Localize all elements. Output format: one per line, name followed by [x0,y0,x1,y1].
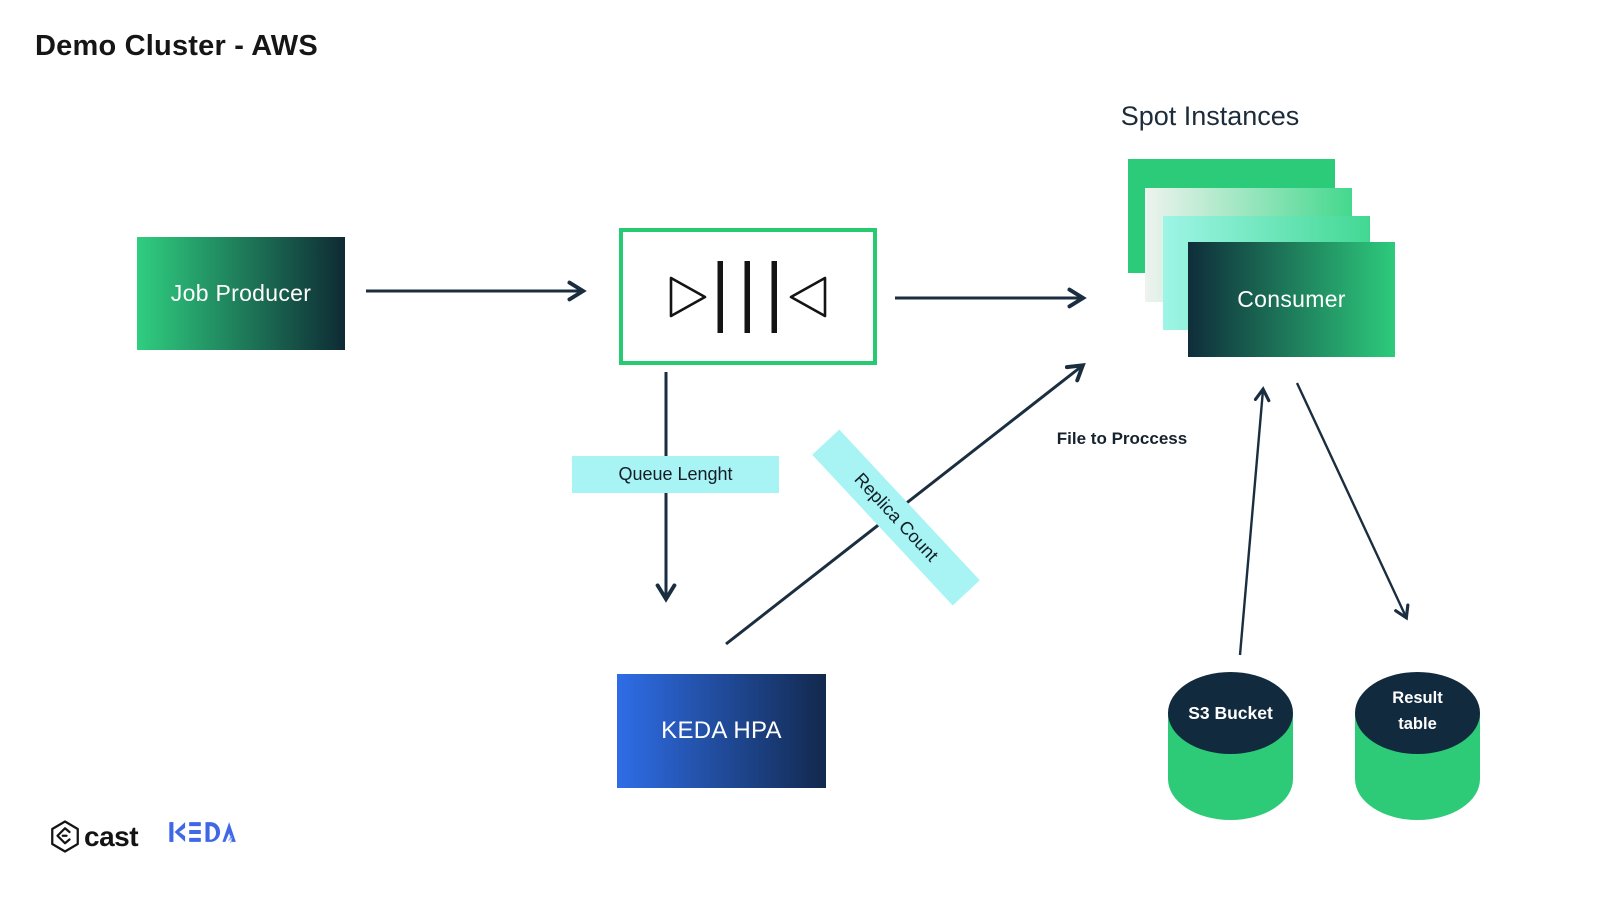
file-to-process-label: File to Proccess [1056,429,1188,448]
keda-logo [167,820,237,849]
consumer-label: Consumer [1237,286,1346,312]
job-producer-label: Job Producer [170,280,312,306]
queue-icon [669,260,827,333]
result-table-cylinder: Result table [1355,672,1480,820]
consumer-node: Consumer [1188,242,1395,357]
queue-node [619,228,877,365]
cast-logo: cast [50,820,139,853]
spot-instances-title: Spot Instances [1120,101,1300,131]
result-table-label-line2: table [1398,715,1437,733]
s3-bucket-cylinder: S3 Bucket [1168,672,1293,820]
job-producer-node: Job Producer [137,237,345,350]
keda-hpa-node: KEDA HPA [617,674,826,788]
cast-logo-text: cast [84,820,139,852]
s3-bucket-label: S3 Bucket [1188,703,1273,723]
cast-logo-icon [51,820,79,853]
arrow-consumer-to-result [1295,382,1410,621]
keda-logo-icon [169,822,236,844]
result-table-label-line1: Result [1392,689,1443,707]
keda-hpa-label: KEDA HPA [661,717,782,744]
page-title: Demo Cluster - AWS [35,30,318,62]
arrow-s3-to-consumer [1238,386,1271,656]
queue-length-label: Queue Lenght [572,456,779,493]
